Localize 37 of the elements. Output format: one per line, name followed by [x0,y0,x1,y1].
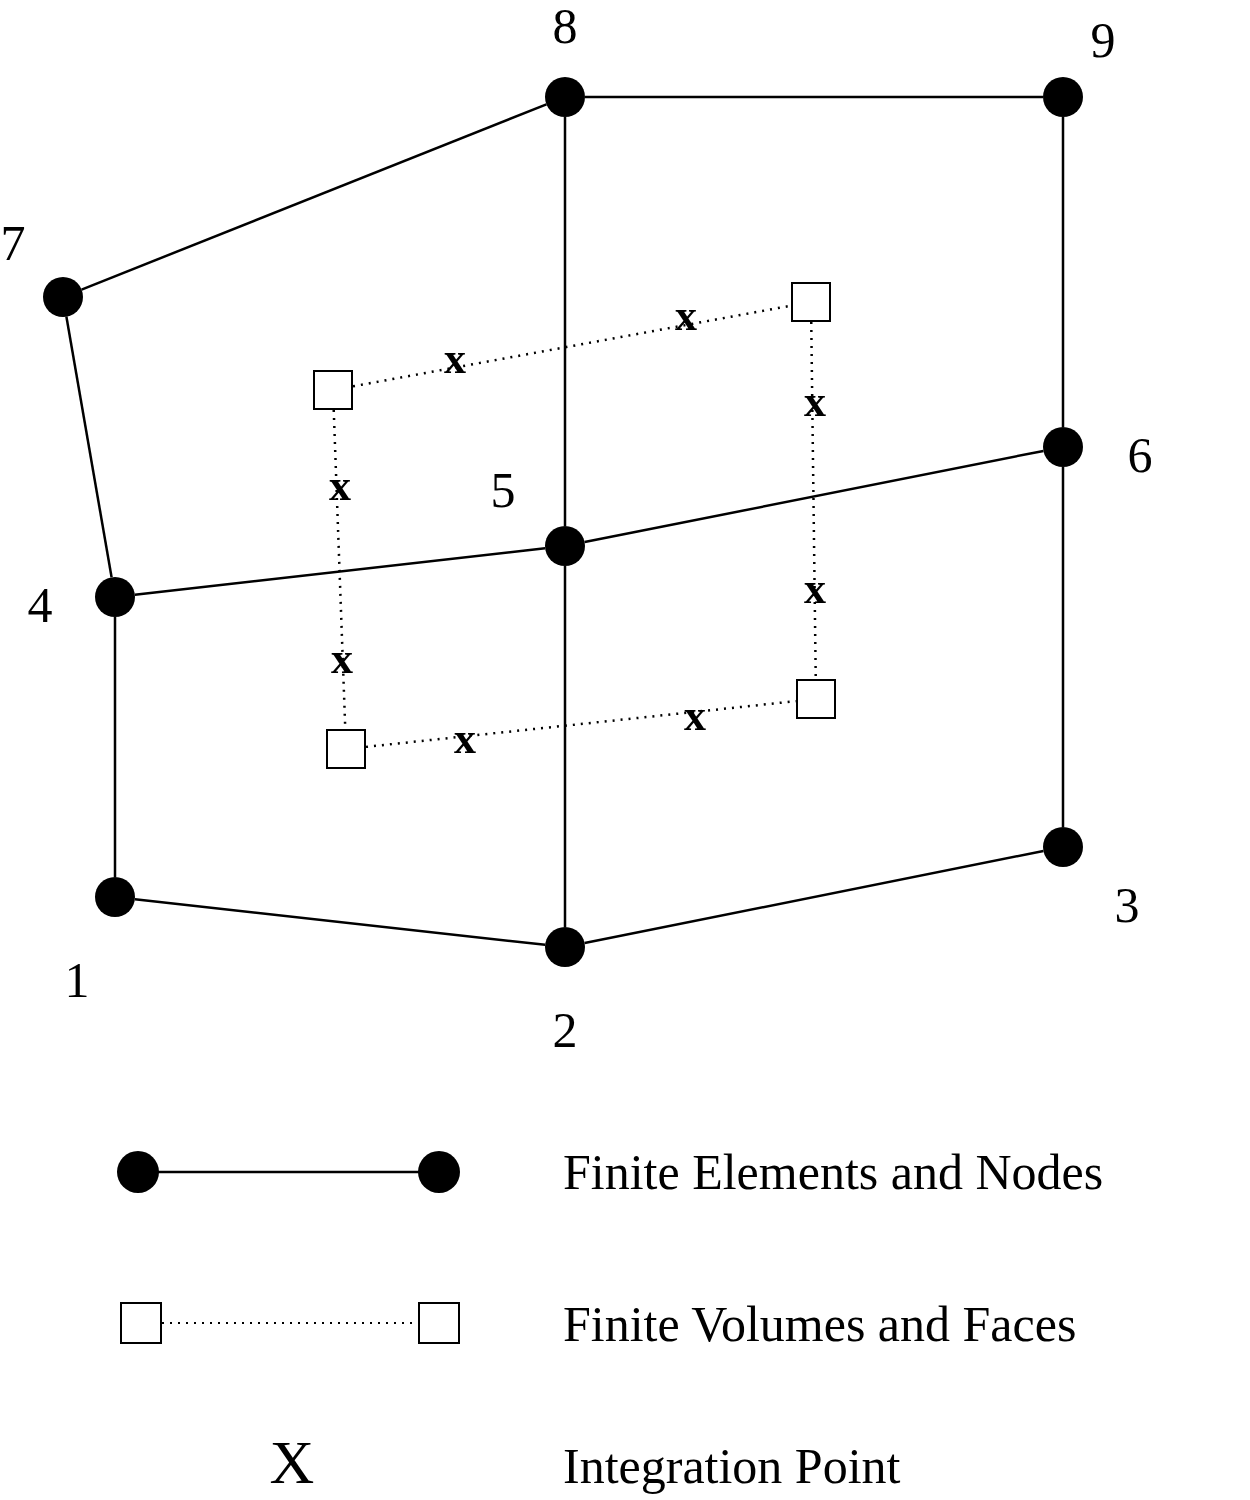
element-edge [134,547,546,596]
node-number: 2 [552,1005,578,1055]
node-number: 4 [27,580,53,630]
node-number: 1 [64,955,90,1005]
face-square [791,282,831,322]
element-edge [585,95,1043,99]
integration-point-mark: x [454,717,476,761]
element-edge [1061,117,1065,427]
legend-text: Finite Volumes and Faces [563,1299,1077,1349]
integration-point-mark: x [331,637,353,681]
legend-symbol: X [269,1431,315,1493]
node-number: 9 [1090,15,1116,65]
element-edge [563,566,567,927]
element-edge [113,617,117,877]
face-square [326,729,366,769]
node-number: 7 [0,218,26,268]
integration-point-mark: x [444,337,466,381]
integration-point-mark: x [675,294,697,338]
node-number: 5 [490,465,516,515]
element-edge [563,117,567,526]
face-square [313,370,353,410]
element-edge [1061,467,1065,827]
integration-point-mark: x [684,694,706,738]
legend-text: Finite Elements and Nodes [563,1147,1104,1197]
face-square [796,679,836,719]
element-edge [81,103,547,291]
dotted-line [810,322,817,679]
element-edge [584,449,1044,544]
element-edge [584,849,1044,945]
integration-point-mark: x [804,567,826,611]
node-number: 8 [552,1,578,51]
element-edge [134,897,546,947]
integration-point-mark: x [329,464,351,508]
node-number: 3 [1114,880,1140,930]
integration-point-mark: x [804,380,826,424]
node-number: 6 [1127,430,1153,480]
element-edge [65,316,113,578]
